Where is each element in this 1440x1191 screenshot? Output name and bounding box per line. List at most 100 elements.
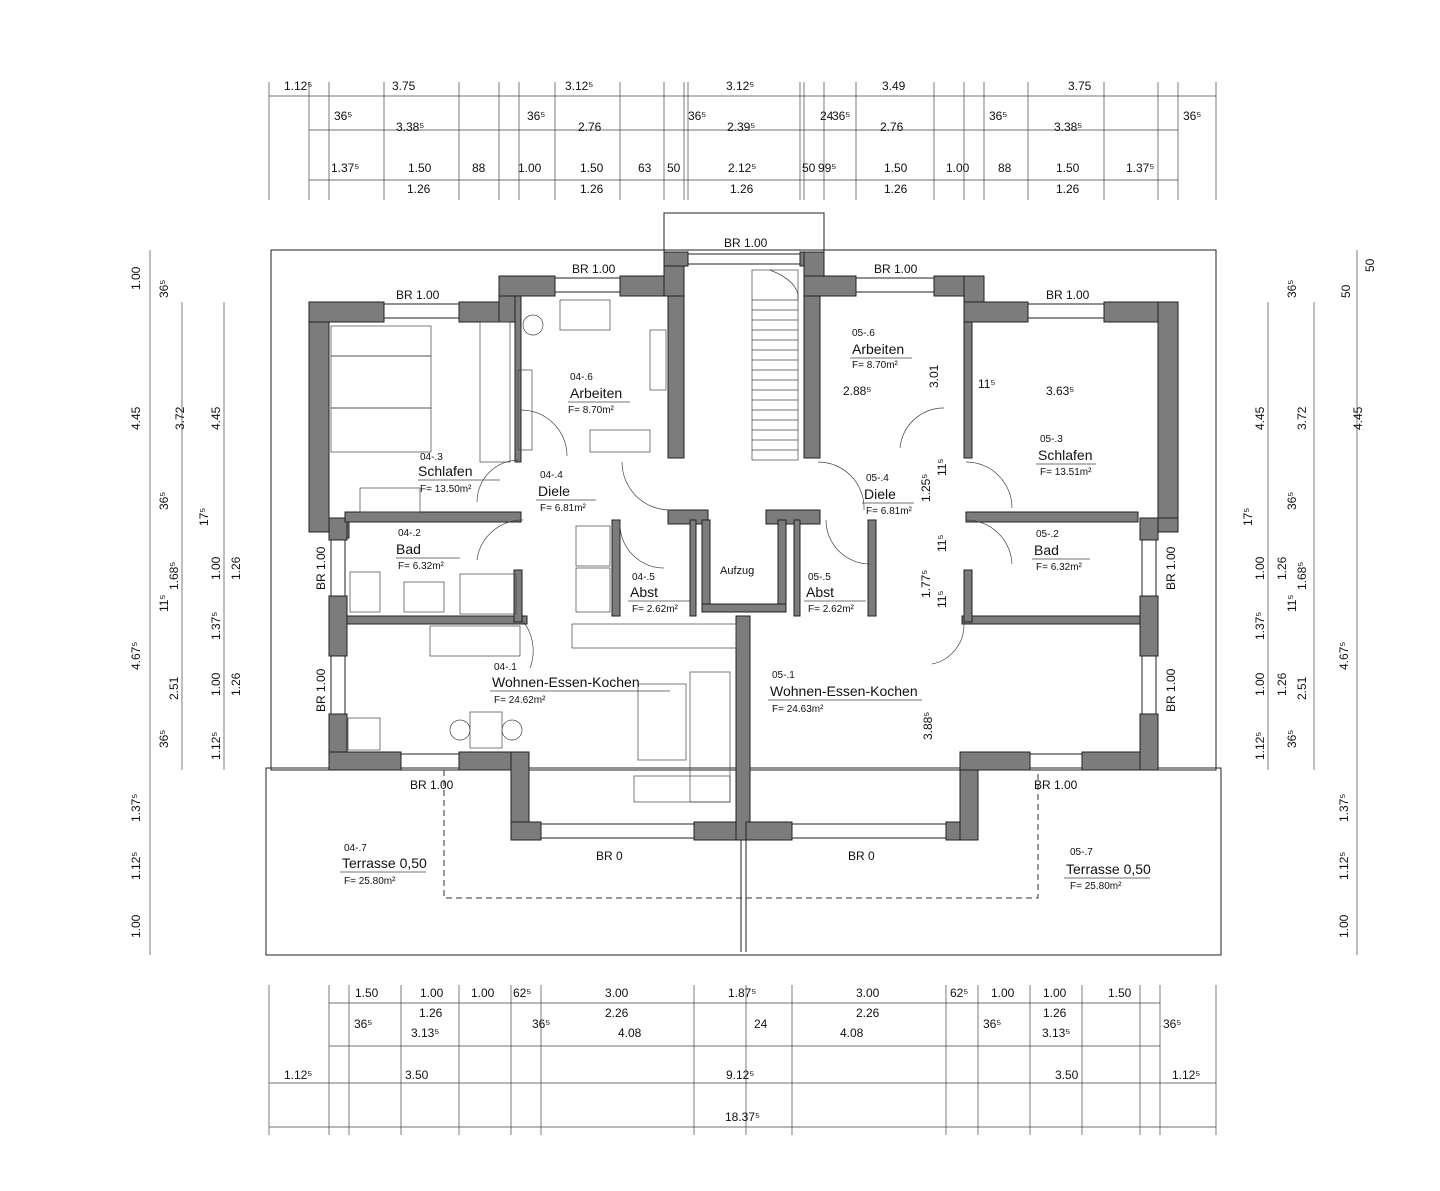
dim-right-outer-4: 1.12⁵	[1337, 852, 1351, 880]
dim-left-inner-5: 1.12⁵	[209, 732, 223, 760]
room-number: 04-.5	[632, 572, 655, 583]
room-name: Abst	[806, 584, 834, 600]
room-schlafen-right: 05-.3 Schlafen F= 13.51m²	[1038, 434, 1092, 478]
dim-left-inner-0: 4.45	[209, 406, 223, 430]
dim-top4-0: 1.26	[407, 182, 431, 196]
dim-bot2-3: 1.26	[1043, 1006, 1067, 1020]
dim-bot3-7: 3.13⁵	[1042, 1026, 1070, 1040]
room-area: F= 24.62m²	[494, 695, 546, 706]
room-area: F= 13.50m²	[420, 484, 472, 495]
stair	[751, 269, 799, 461]
dim-bot3-0: 36⁵	[354, 1017, 372, 1031]
room-bad-left: 04-.2 Bad F= 6.32m²	[396, 528, 445, 572]
room-terrasse-right: 05-.7 Terrasse 0,50 F= 25.80m²	[1066, 847, 1151, 892]
dim-left-mid-5: 2.51	[167, 676, 181, 700]
dim-right-mid-0: 50	[1339, 284, 1353, 298]
room-labels: 04-.3 Schlafen F= 13.50m² 04-.6 Arbeiten…	[342, 328, 1151, 892]
furniture	[330, 299, 737, 803]
dim-top3-3: 1.00	[518, 161, 542, 175]
dim-right-inner-3: 1.00	[1253, 556, 1267, 580]
dimension-lines	[149, 82, 1358, 1135]
elevator-label: Aufzug	[720, 565, 754, 577]
room-name: Arbeiten	[852, 341, 904, 357]
dim-int-5: 1.25⁵	[919, 474, 933, 502]
dim-bottom-total: 18.37⁵	[725, 1110, 760, 1124]
dim-bot1-8: 1.00	[991, 986, 1015, 1000]
dim-bot1-5: 1.87⁵	[728, 986, 756, 1000]
room-diele-right: 05-.4 Diele F= 6.81m²	[864, 473, 913, 517]
dim-left-outer-1: 4.45	[129, 406, 143, 430]
dim-right-outer-1: 4.45	[1351, 406, 1365, 430]
br-label: BR 1.00	[1164, 668, 1178, 712]
room-area: F= 8.70m²	[568, 405, 615, 416]
room-diele-left: 04-.4 Diele F= 6.81m²	[538, 470, 587, 514]
dim-right-outer-0: 50	[1363, 258, 1377, 272]
dim-left-inner-3: 1.37⁵	[209, 612, 223, 640]
walls	[308, 251, 1179, 841]
dim-top2-9: 36⁵	[989, 109, 1007, 123]
room-bad-right: 05-.2 Bad F= 6.32m²	[1034, 529, 1083, 573]
room-number: 05-.2	[1036, 529, 1059, 540]
room-number: 05-.6	[852, 328, 875, 339]
br-labels: BR 1.00 BR 1.00 BR 1.00 BR 1.00 BR 1.00 …	[314, 236, 1178, 863]
br-label: BR 1.00	[1034, 778, 1078, 792]
dim-left-mid-0: 36⁵	[157, 280, 171, 298]
dim-int-6: 11⁵	[935, 535, 949, 552]
room-number: 04-.3	[420, 452, 443, 463]
br-label: BR 1.00	[314, 546, 328, 590]
dim-bot3-8: 36⁵	[1163, 1017, 1181, 1031]
dim-top3-4: 1.50	[580, 161, 604, 175]
dim-top3-11: 1.00	[946, 161, 970, 175]
dim-bot3-5: 4.08	[840, 1026, 864, 1040]
dim-left-mid-3: 1.68⁵	[167, 562, 181, 590]
dim-top3-14: 1.37⁵	[1126, 161, 1154, 175]
dim-right-inner-1: 4.45	[1253, 406, 1267, 430]
dim-top3-8: 50	[802, 161, 816, 175]
room-area: F= 6.81m²	[540, 503, 587, 514]
room-area: F= 8.70m²	[852, 360, 899, 371]
dim-top2-2: 36⁵	[527, 109, 545, 123]
dim-top3-12: 88	[998, 161, 1012, 175]
room-number: 05-.3	[1040, 434, 1063, 445]
dim-top3-10: 1.50	[884, 161, 908, 175]
dim-bot3-1: 3.13⁵	[411, 1026, 439, 1040]
dim-top3-7: 2.12⁵	[728, 161, 756, 175]
dim-left-outer-2: 4.67⁵	[129, 642, 143, 670]
br-label: BR 1.00	[724, 236, 768, 250]
dim-right-inner-6: 1.12⁵	[1253, 732, 1267, 760]
dim-top1-0: 1.12⁵	[284, 79, 312, 93]
dim-bot3-6: 36⁵	[983, 1017, 1001, 1031]
dim-top2-3: 2.76	[578, 120, 602, 134]
dim-right-win-1: 1.26	[1275, 672, 1289, 696]
dim-int-9: 3.88⁵	[921, 712, 935, 740]
room-schlafen-left: 04-.3 Schlafen F= 13.50m²	[418, 452, 472, 495]
dim-bot1-10: 1.50	[1108, 986, 1132, 1000]
dim-right-mid-4: 11⁵	[1285, 595, 1299, 612]
dim-top2-6: 24	[820, 109, 834, 123]
dim-top4-4: 1.26	[1056, 182, 1080, 196]
dim-top2-1: 3.38⁵	[396, 120, 424, 134]
room-area: F= 25.80m²	[1070, 881, 1122, 892]
dim-left-outer-3: 1.37⁵	[129, 794, 143, 822]
dim-int-1: 3.01	[927, 364, 941, 388]
br-label: BR 1.00	[314, 668, 328, 712]
room-name: Wohnen-Essen-Kochen	[770, 683, 918, 699]
dim-bot4-1: 3.50	[405, 1068, 429, 1082]
dim-bot4-3: 3.50	[1055, 1068, 1079, 1082]
room-terrasse-left: 04-.7 Terrasse 0,50 F= 25.80m²	[342, 843, 427, 887]
dim-top3-13: 1.50	[1056, 161, 1080, 175]
dim-top3-1: 1.50	[408, 161, 432, 175]
dim-bot1-3: 62⁵	[513, 986, 531, 1000]
dim-top4-1: 1.26	[580, 182, 604, 196]
room-arbeiten-left: 04-.6 Arbeiten F= 8.70m²	[568, 372, 622, 416]
dim-top2-11: 36⁵	[1183, 109, 1201, 123]
room-number: 04-.7	[344, 843, 367, 854]
br-label: BR 1.00	[572, 262, 616, 276]
room-area: F= 6.81m²	[866, 506, 913, 517]
room-name-underlines	[340, 357, 1150, 879]
doors	[476, 407, 1013, 669]
room-number: 04-.6	[570, 372, 593, 383]
room-wek-left: 04-.1 Wohnen-Essen-Kochen F= 24.62m²	[492, 662, 640, 706]
dim-bot1-2: 1.00	[471, 986, 495, 1000]
dim-top2-8: 2.76	[880, 120, 904, 134]
